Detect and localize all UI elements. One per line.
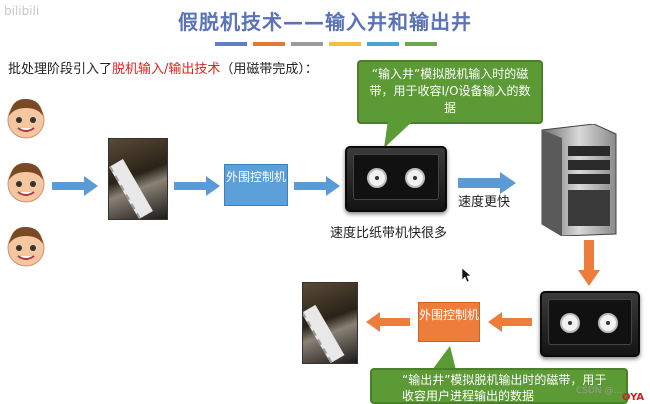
callout-output-well: “输出井”模拟脱机输出时的磁带，用于收容用户进程输出的数据 [370, 368, 628, 404]
user-face-icon [7, 162, 45, 203]
callout-output-pointer [432, 346, 456, 370]
watermark-brand: OYA [622, 392, 645, 403]
arrow-left-icon [366, 312, 410, 332]
title-bar-segment [405, 42, 437, 46]
paper-tape-machine-image [302, 282, 358, 364]
paper-tape-machine-image [108, 138, 168, 220]
slide-title: 假脱机技术——输入井和输出井 [178, 10, 472, 34]
callout-input-well: “输入井”模拟脱机输入时的磁带，用于收容I/O设备输入的数据 [357, 60, 543, 124]
peripheral-controller-bottom: 外围控制机 [418, 302, 480, 342]
watermark-csdn: CSDN @... [576, 386, 623, 396]
intro-highlight: 脱机输入/输出技术 [112, 62, 221, 77]
user-face-icon [7, 226, 45, 267]
title-bar-segment [329, 42, 361, 46]
tape-drive-icon [345, 146, 447, 212]
watermark-logo: bilibili [4, 4, 40, 18]
tape-drive-icon [540, 291, 640, 357]
arrow-right-icon [458, 172, 516, 194]
intro-suffix: （用磁带完成）： [220, 62, 318, 77]
arrow-down-icon [578, 240, 600, 286]
arrow-left-icon [488, 312, 532, 332]
callout-input-pointer [384, 120, 414, 148]
arrow-right-icon [294, 176, 340, 196]
title-bar-segment [367, 42, 399, 46]
title-bar-segment [253, 42, 285, 46]
peripheral-controller-top: 外围控制机 [224, 164, 288, 206]
arrow-right-icon [52, 176, 98, 196]
user-face-icon [7, 98, 45, 139]
intro-text: 批处理阶段引入了脱机输入/输出技术（用磁带完成）： [8, 58, 318, 77]
server-tower-icon [541, 124, 617, 236]
intro-prefix: 批处理阶段引入了 [8, 62, 113, 77]
label-tape-faster: 速度比纸带机快很多 [330, 226, 448, 241]
mouse-cursor-icon [462, 268, 472, 282]
label-speed-faster: 速度更快 [458, 195, 511, 210]
title-bar-segment [215, 42, 247, 46]
arrow-right-icon [174, 176, 220, 196]
title-bar-segment [291, 42, 323, 46]
